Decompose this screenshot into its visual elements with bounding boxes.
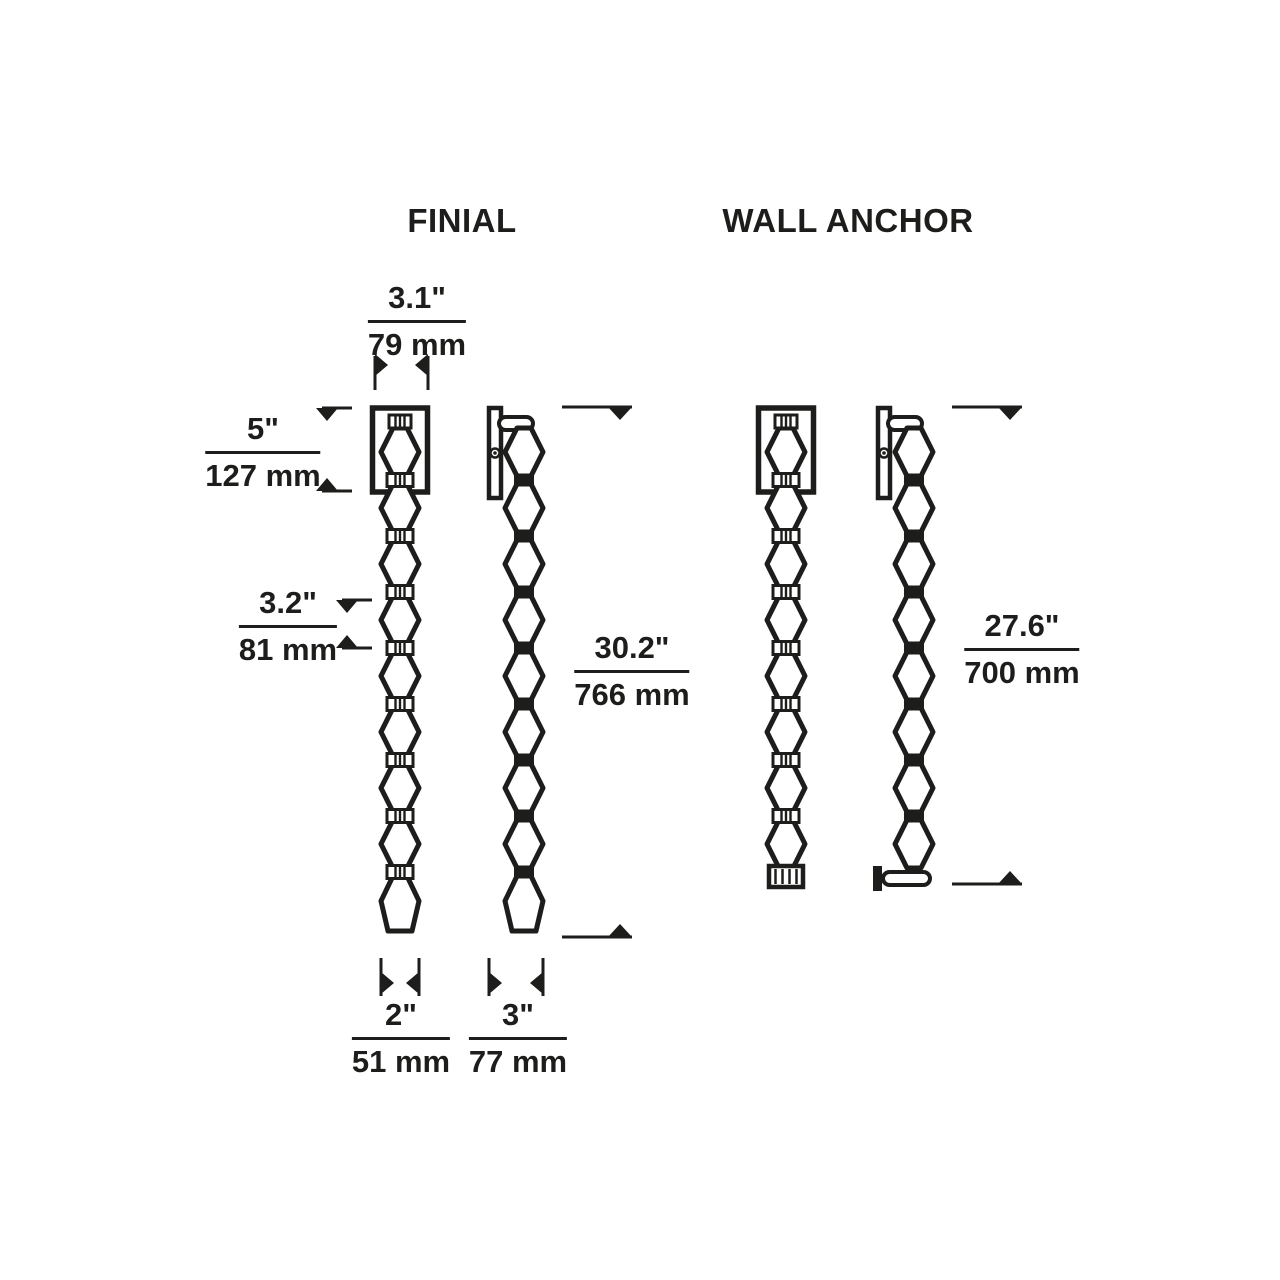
finial-front-view [369, 405, 431, 934]
dim-chain-width: 2" 51 mm [351, 997, 451, 1079]
dim-backplate-height-in: 5" [205, 411, 321, 454]
dim-chain-width-in: 2" [351, 997, 451, 1040]
dim-depth-in: 3" [468, 997, 568, 1040]
wall-anchor-front-view [755, 405, 817, 890]
dim-finial-overall: 30.2" 766 mm [574, 630, 690, 712]
dim-depth: 3" 77 mm [468, 997, 568, 1079]
dim-anchor-overall-in: 27.6" [964, 608, 1080, 651]
dim-backplate-width-in: 3.1" [367, 280, 467, 323]
dim-finial-overall-mm: 766 mm [574, 676, 690, 712]
dim-backplate-width-mm: 79 mm [367, 326, 467, 362]
wall-anchor-side-view [873, 405, 936, 891]
dim-anchor-overall-mm: 700 mm [964, 654, 1080, 690]
wall-anchor-title: WALL ANCHOR [722, 202, 974, 239]
dim-backplate-width: 3.1" 79 mm [367, 280, 467, 362]
dimension-markers [316, 354, 1022, 996]
dim-chain-width-mm: 51 mm [351, 1043, 451, 1079]
dim-link-height-in: 3.2" [238, 585, 338, 628]
dim-depth-mm: 77 mm [468, 1043, 568, 1079]
finial-side-view [486, 405, 546, 934]
dim-backplate-height: 5" 127 mm [205, 411, 321, 493]
dim-link-height-mm: 81 mm [238, 631, 338, 667]
dim-backplate-height-mm: 127 mm [205, 457, 321, 493]
finial-title: FINIAL [407, 202, 517, 239]
dim-anchor-overall: 27.6" 700 mm [964, 608, 1080, 690]
dim-finial-overall-in: 30.2" [574, 630, 690, 673]
dim-link-height: 3.2" 81 mm [238, 585, 338, 667]
